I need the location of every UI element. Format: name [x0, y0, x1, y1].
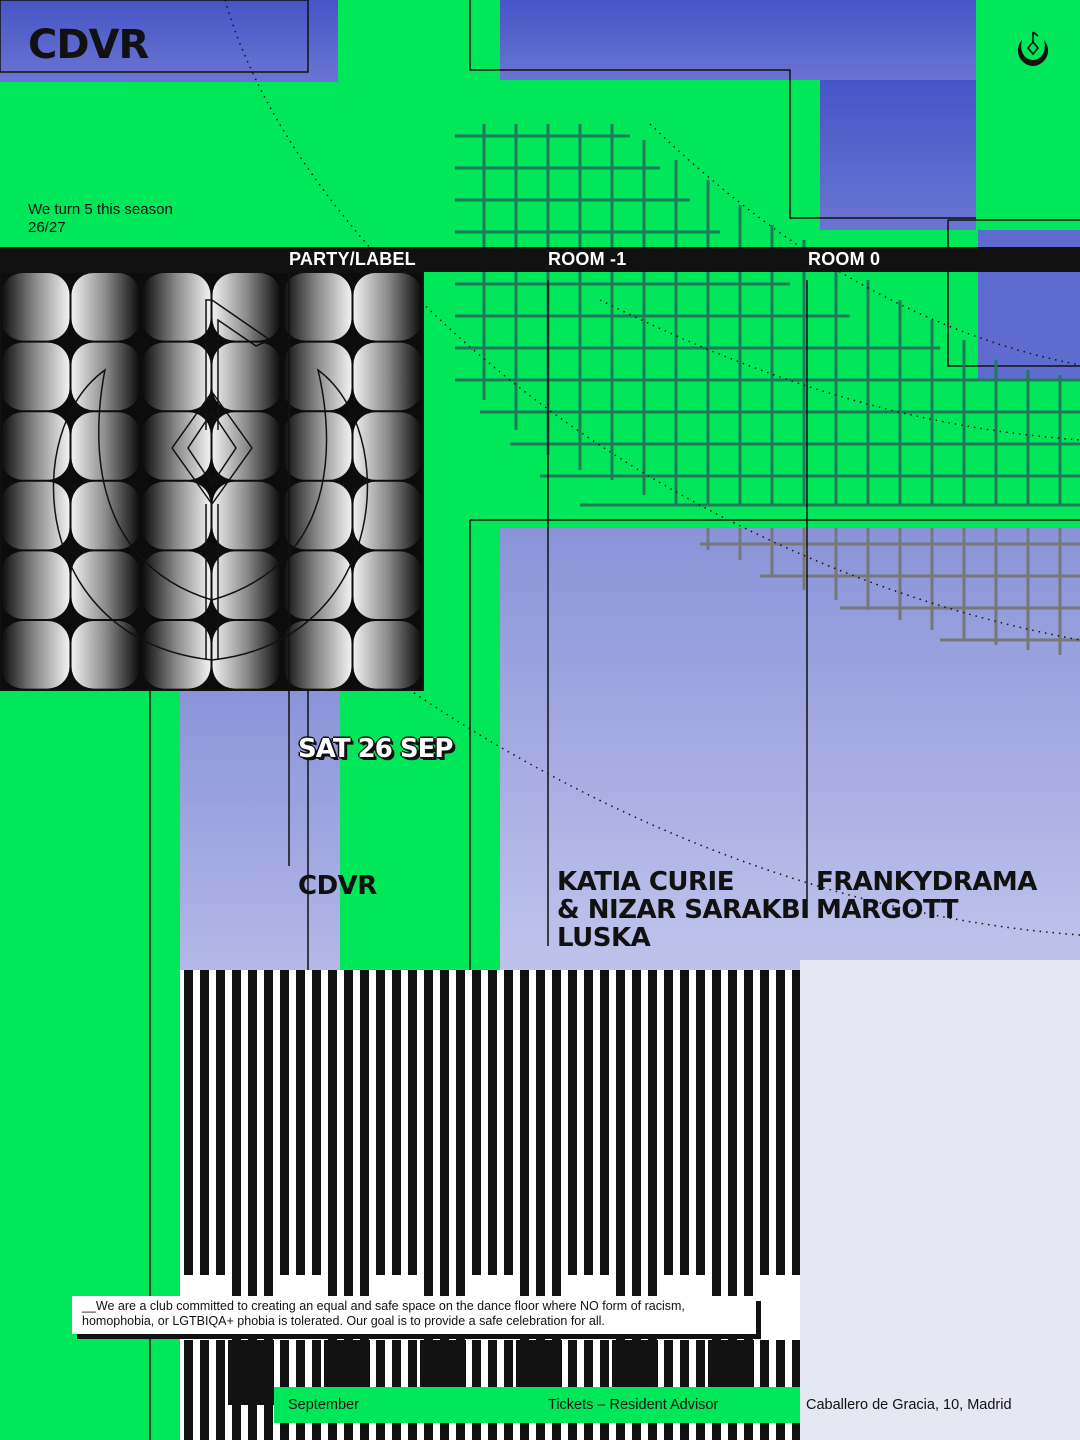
moon-diamond-emblem-icon[interactable] — [1014, 30, 1052, 68]
column-header-bar — [0, 247, 1080, 272]
tagline-line-2: 26/27 — [28, 219, 66, 236]
footer-bar — [274, 1387, 800, 1423]
artist-name[interactable]: & NIZAR SARAKBI — [557, 895, 810, 925]
column-label-party: PARTY/LABEL — [289, 249, 416, 269]
tickets-link[interactable]: Tickets – Resident Advisor — [548, 1397, 719, 1413]
artist-name[interactable]: FRANKYDRAMA — [816, 867, 1037, 897]
artist-name[interactable]: KATIA CURIE — [557, 867, 734, 897]
footer-month: September — [288, 1397, 359, 1413]
brand-logo[interactable]: CDVR — [28, 22, 149, 68]
artist-name[interactable]: MARGOTT — [816, 895, 959, 925]
room-0-lineup: FRANKYDRAMA MARGOTT — [816, 868, 1037, 924]
safe-space-notice: __We are a club committed to creating an… — [72, 1296, 756, 1334]
tagline: We turn 5 this season 26/27 — [28, 201, 173, 237]
tagline-line-1: We turn 5 this season — [28, 201, 173, 218]
column-label-room-minus-1: ROOM -1 — [548, 249, 627, 269]
column-label-room-0: ROOM 0 — [808, 249, 881, 269]
artist-name[interactable]: LUSKA — [557, 923, 651, 953]
party-name[interactable]: CDVR — [298, 871, 377, 901]
event-date: SAT 26 SEP — [298, 734, 453, 764]
room-minus-1-lineup: KATIA CURIE & NIZAR SARAKBI LUSKA — [557, 867, 810, 953]
venue-address: Caballero de Gracia, 10, Madrid — [806, 1397, 1012, 1413]
